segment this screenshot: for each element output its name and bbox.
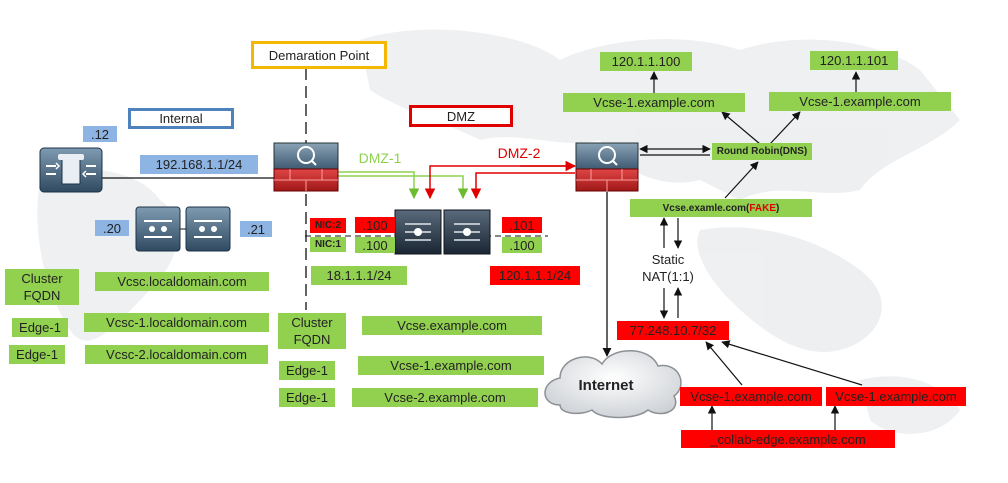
dmz1-label: DMZ-1 [358, 150, 402, 166]
firewall-icon [575, 142, 639, 192]
right-nic2-ip: .101 [502, 217, 542, 233]
left-nic1-ip: .100 [355, 237, 395, 253]
fake-tag: FAKE [749, 202, 777, 214]
left-nic2-ip: .100 [355, 217, 395, 233]
internal-zone-label: Internal [128, 108, 234, 129]
dmz-red-subnet: 120.1.1.1/24 [490, 266, 580, 285]
srv-host-left: Vcse-1.example.com [680, 387, 822, 406]
server-icon [39, 147, 103, 193]
dns-host-left: Vcse-1.example.com [563, 93, 745, 112]
srv-left-to-pub [705, 341, 743, 386]
expressway-node-a-icon [135, 206, 181, 252]
nic2-label: NIC:2 [310, 218, 346, 233]
dmz-green-subnet: 18.1.1.1/24 [311, 266, 407, 285]
external-cluster-fqdn-label: Cluster FQDN [278, 313, 346, 349]
node-a-ip-label: .20 [95, 220, 129, 236]
external-edge1-value: Vcse-1.example.com [358, 356, 544, 375]
expressway-node-b-icon [185, 206, 231, 252]
nic1-label: NIC:1 [310, 237, 346, 252]
dmz2-label: DMZ-2 [497, 145, 541, 161]
dns-host-right: Vcse-1.example.com [769, 92, 951, 111]
srv-right-to-pub [721, 340, 863, 386]
dns-ip-right: 120.1.1.101 [810, 51, 898, 70]
dmz1-link-2 [338, 175, 469, 200]
internal-subnet-label: 192.168.1.1/24 [140, 155, 258, 174]
dns-ip-left: 120.1.1.100 [600, 52, 692, 71]
srv-record-label: _collab-edge.example.com [681, 430, 895, 448]
external-edge2-label: Edge-1 [279, 388, 335, 407]
internal-cluster-fqdn-label: Cluster FQDN [5, 269, 79, 305]
firewall-icon [273, 142, 339, 192]
internal-edge2-value: Vcsc-2.localdomain.com [85, 345, 268, 364]
fake-close: ) [776, 202, 780, 214]
host-ip-label: .12 [83, 126, 117, 142]
node-b-ip-label: .21 [240, 221, 272, 237]
cloud-icon [544, 350, 682, 419]
internal-edge1-label: Edge-1 [12, 318, 68, 337]
router-icon [394, 209, 442, 255]
router-icon [443, 209, 491, 255]
rr-to-host-right [769, 111, 801, 145]
internal-edge1-value: Vcsc-1.localdomain.com [84, 313, 269, 332]
internet-label: Internet [578, 376, 634, 394]
right-nic1-ip: .100 [502, 237, 542, 253]
internal-cluster-fqdn-value: Vcsc.localdomain.com [95, 272, 269, 291]
fake-name-text: Vcse.examle.com( [662, 202, 750, 214]
srv-host-right: Vcse-1.example.com [826, 387, 966, 406]
external-edge1-label: Edge-1 [279, 361, 335, 380]
internal-edge2-label: Edge-1 [9, 345, 65, 364]
fake-name-label: Vcse.examle.com(FAKE) [630, 199, 812, 217]
dmz2-link-2 [470, 172, 575, 200]
rr-to-host-left [721, 111, 761, 145]
fake-to-rr [724, 161, 759, 199]
demarcation-point-label: Demaration Point [251, 41, 387, 69]
external-cluster-fqdn-value: Vcse.example.com [362, 316, 542, 335]
dmz-zone-label: DMZ [409, 105, 513, 127]
public-ip-label: 77.248.10.7/32 [617, 321, 729, 340]
dmz2-link [424, 165, 575, 200]
external-edge2-value: Vcse-2.example.com [352, 388, 538, 407]
round-robin-dns-label: Round Robin(DNS) [712, 143, 812, 160]
dmz1-link [338, 171, 420, 200]
static-nat-label: Static NAT(1:1) [642, 252, 694, 284]
